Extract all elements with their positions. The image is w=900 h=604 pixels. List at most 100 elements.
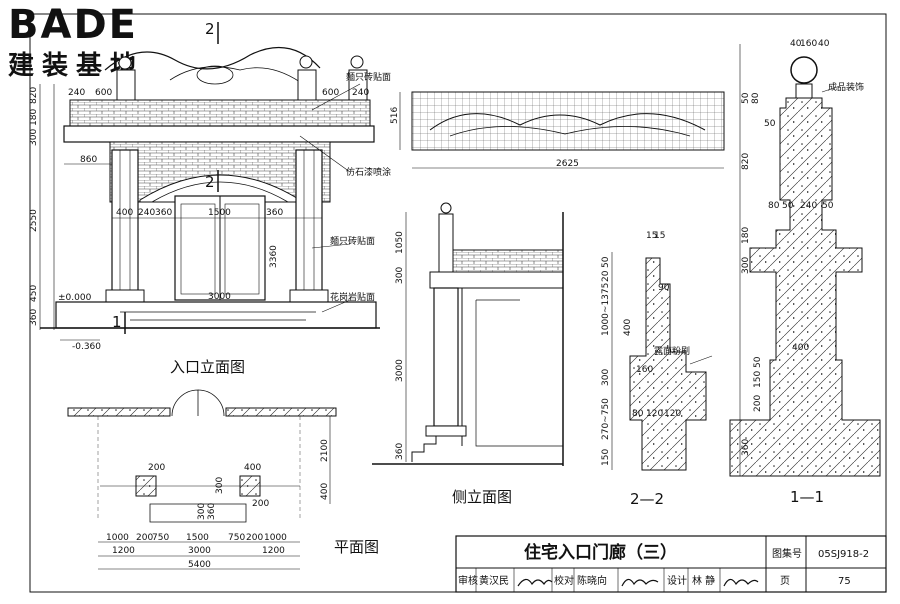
side-dim-360: 360	[395, 443, 405, 460]
s11-dim-80b: 80	[768, 201, 780, 211]
elevation-zero: ±0.000	[58, 293, 92, 303]
s22-dim-150: 150	[601, 449, 611, 466]
plan-dim-360: 360	[207, 503, 217, 520]
side-dim-3000: 3000	[395, 359, 405, 382]
cornice	[63, 125, 375, 143]
s22-dim-15a: 15	[646, 231, 657, 241]
s11-dim-200: 200	[753, 395, 763, 412]
plan-row3-total: 5400	[188, 560, 211, 570]
s11-dim-150: 150	[753, 371, 763, 388]
plan-row1-dim: 750	[152, 533, 169, 543]
s11-dim-50c: 50	[782, 201, 794, 211]
s11-profile	[729, 97, 881, 477]
s11-note: 成品装饰	[828, 81, 864, 93]
s11-dim-80: 80	[751, 92, 761, 104]
side-dim-1050: 1050	[395, 231, 405, 254]
section-2-2: 50 20 1000~1375 300 270~750 150 15 15 90…	[601, 231, 713, 508]
section-mark-top: 2	[205, 20, 215, 38]
column-base-left	[105, 289, 145, 303]
plan-row1-dim: 200	[136, 533, 153, 543]
plan-dim-200-left: 200	[148, 463, 165, 473]
s22-dim-160: 160	[636, 365, 653, 375]
s22-note: 露面粉刷	[654, 345, 690, 357]
ornament-medallion	[196, 65, 234, 85]
section-2-2-profile	[629, 257, 707, 471]
s11-dim-180: 180	[741, 227, 751, 244]
s11-finial-neck	[795, 83, 813, 99]
plan-row1-dim: 200	[246, 533, 263, 543]
caption-entry-elevation: 入口立面图	[170, 358, 245, 376]
review-label: 审核	[458, 574, 478, 587]
caption-section-1-1: 1—1	[790, 488, 824, 506]
caption-side-elevation: 侧立面图	[452, 488, 512, 506]
designer-name: 林 静	[692, 574, 715, 587]
plan-dim-400-top: 400	[244, 463, 261, 473]
side-opening	[475, 300, 563, 447]
plan-wall-right	[225, 407, 337, 417]
page-number: 75	[838, 576, 851, 587]
dim-2550: 2550	[29, 209, 39, 232]
side-brick-band	[452, 249, 564, 273]
section-mark-left: 1	[112, 313, 122, 331]
parapet-curve	[104, 46, 321, 71]
page-label: 页	[780, 575, 790, 587]
note-granite: 花岗岩贴面	[330, 291, 375, 303]
logo-brand: BADE	[8, 2, 138, 48]
dim-600-right: 600	[322, 88, 339, 98]
plan-dim-300: 300	[215, 477, 225, 494]
caption-plan: 平面图	[334, 538, 379, 556]
plinth	[55, 301, 377, 329]
brick-band	[69, 99, 371, 127]
side-base	[425, 425, 467, 437]
s22-dim-120a: 120	[646, 409, 663, 419]
logo-subtitle: 建装基地	[8, 51, 144, 81]
s11-dim-50b: 50	[764, 119, 776, 129]
side-elevation: 1050 300 3000 360 侧立面图	[372, 202, 564, 506]
dim-240-left: 240	[68, 88, 85, 98]
side-dim-300: 300	[395, 267, 405, 284]
sheet-title: 住宅入口门廊（三）	[524, 542, 677, 563]
section-mark-mid: 2	[205, 173, 215, 191]
s22-dim-20: 20	[601, 270, 611, 282]
atlas-label: 图集号	[772, 547, 802, 560]
dim-180: 180	[29, 109, 39, 126]
tile-panel	[411, 91, 725, 151]
dim-360: 360	[29, 309, 39, 326]
reviewer-name: 黄汉民	[479, 574, 509, 587]
dim-516: 516	[390, 107, 400, 124]
finial-left	[118, 56, 132, 70]
column-right	[295, 149, 323, 301]
s11-dim-160: 160	[800, 39, 817, 49]
dim-860: 860	[80, 155, 97, 165]
section-1-1: 40 160 40 50 80 50 820 80 50 240 50 180 …	[729, 39, 881, 506]
s11-dim-300: 300	[741, 257, 751, 274]
title-block: 住宅入口门廊（三） 图集号 05SJ918-2 审核 黄汉民 校对 陈晓向 设计…	[455, 535, 887, 593]
dim-600-left: 600	[95, 88, 112, 98]
plan-dim-300-b: 300	[197, 503, 207, 520]
plan-row1-dim: 1000	[106, 533, 129, 543]
plan-step	[149, 503, 247, 523]
dim-240-mid: 240	[138, 208, 155, 218]
s11-dim-40a: 40	[790, 39, 802, 49]
s11-dim-50e: 50	[753, 356, 763, 368]
design-label: 设计	[667, 574, 687, 587]
dim-400: 400	[116, 208, 133, 218]
dim-1500: 1500	[208, 208, 231, 218]
checker-name: 陈晓向	[577, 574, 607, 587]
door-swing-left	[171, 389, 199, 417]
dim-2625: 2625	[556, 159, 579, 169]
plan-row2-mid: 3000	[188, 546, 211, 556]
side-column	[433, 287, 459, 427]
finial-right	[350, 55, 364, 69]
checker-signature	[621, 578, 659, 587]
s11-dim-40b: 40	[818, 39, 830, 49]
plan-dim-2100: 2100	[320, 439, 330, 462]
plan-dim-200-right: 200	[252, 499, 269, 509]
reviewer-signature	[517, 578, 553, 587]
plan-wall-left	[67, 407, 171, 417]
s22-dim-90: 90	[658, 283, 670, 293]
s22-dim-300: 300	[601, 369, 611, 386]
arch-ring	[151, 181, 289, 203]
note-stone-paint: 仿石漆喷涂	[346, 166, 391, 178]
